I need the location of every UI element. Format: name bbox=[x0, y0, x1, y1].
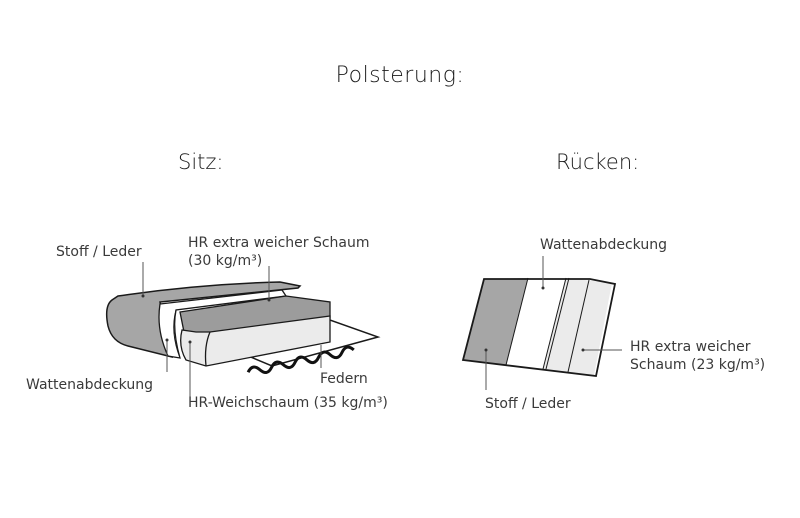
back-label-fabric: Stoff / Leder bbox=[485, 396, 571, 412]
back-label-hr-extra-line2: Schaum (23 kg/m³) bbox=[630, 357, 766, 373]
seat-label-fabric: Stoff / Leder bbox=[56, 244, 142, 260]
back-wadding-layer bbox=[506, 278, 566, 369]
fabric-layer bbox=[105, 281, 302, 359]
seat-label-hr-soft: HR-Weichschaum (35 kg/m³) bbox=[188, 395, 388, 411]
back-label-hr-extra-line1: HR extra weicher bbox=[630, 339, 751, 355]
hr-soft-foam-block bbox=[180, 315, 331, 367]
seat-label-hr-extra-line1: HR extra weicher Schaum bbox=[188, 235, 370, 251]
back-leader-lines bbox=[485, 256, 622, 390]
seat-heading: Sitz: bbox=[178, 150, 224, 174]
page-title: Polsterung: bbox=[335, 63, 465, 88]
back-label-wadding: Wattenabdeckung bbox=[540, 237, 667, 253]
seat-label-springs: Federn bbox=[320, 371, 368, 387]
seat-label-wadding: Wattenabdeckung bbox=[26, 377, 153, 393]
seat-cushion-illustration bbox=[105, 262, 381, 398]
seat-label-hr-extra-line2: (30 kg/m³) bbox=[188, 253, 263, 269]
back-heading: Rücken: bbox=[556, 150, 640, 174]
seat-leader-lines bbox=[142, 262, 322, 398]
back-cushion-illustration bbox=[461, 256, 622, 390]
